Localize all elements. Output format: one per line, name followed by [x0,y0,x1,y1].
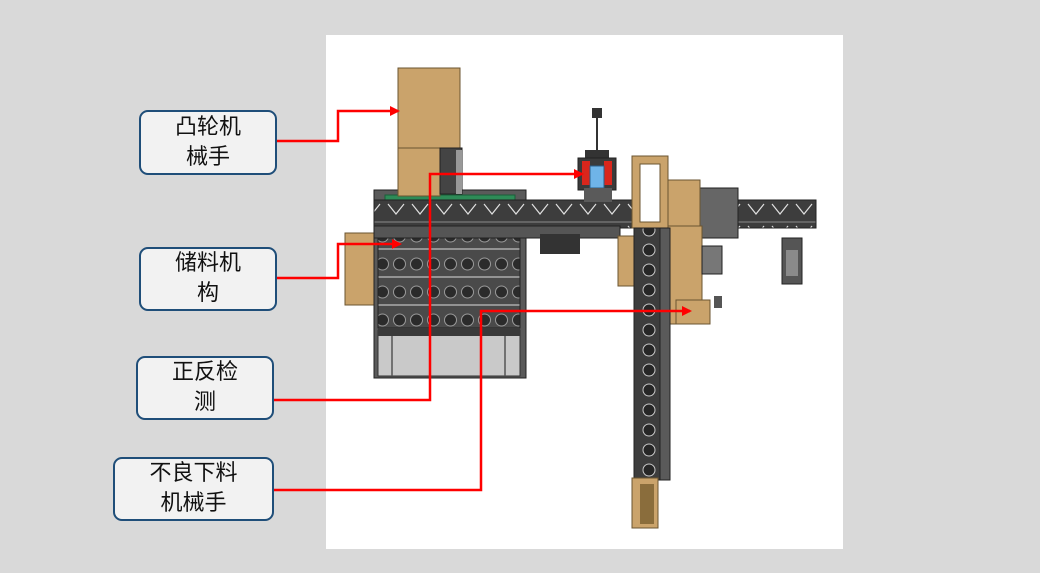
leader-cam-manipulator [276,106,400,143]
orientation-detection-assembly [577,108,617,202]
callout-orientation-detection-text: 正反检 测 [171,360,238,415]
cam-manipulator-assembly [397,67,463,197]
callout-cam-manipulator: 凸轮机 械手 [139,110,277,175]
reject-unload-assembly [617,155,723,529]
callout-cam-manipulator-text: 凸轮机 械手 [174,114,241,170]
callout-storage-mechanism-text: 储料机 构 [174,251,241,306]
callout-reject-unload-manipulator: 不良下料 机械手 [113,457,274,521]
callout-storage-mechanism: 储料机 构 [139,247,277,311]
callout-orientation-detection: 正反检 测 [136,356,274,420]
leader-orientation-detection [273,169,584,402]
leader-lines [273,106,692,492]
horizontal-conveyor [373,187,817,285]
leader-reject-unload [273,306,692,492]
leader-storage-mechanism [276,239,402,280]
callout-reject-unload-manipulator-text: 不良下料 机械手 [149,461,238,516]
